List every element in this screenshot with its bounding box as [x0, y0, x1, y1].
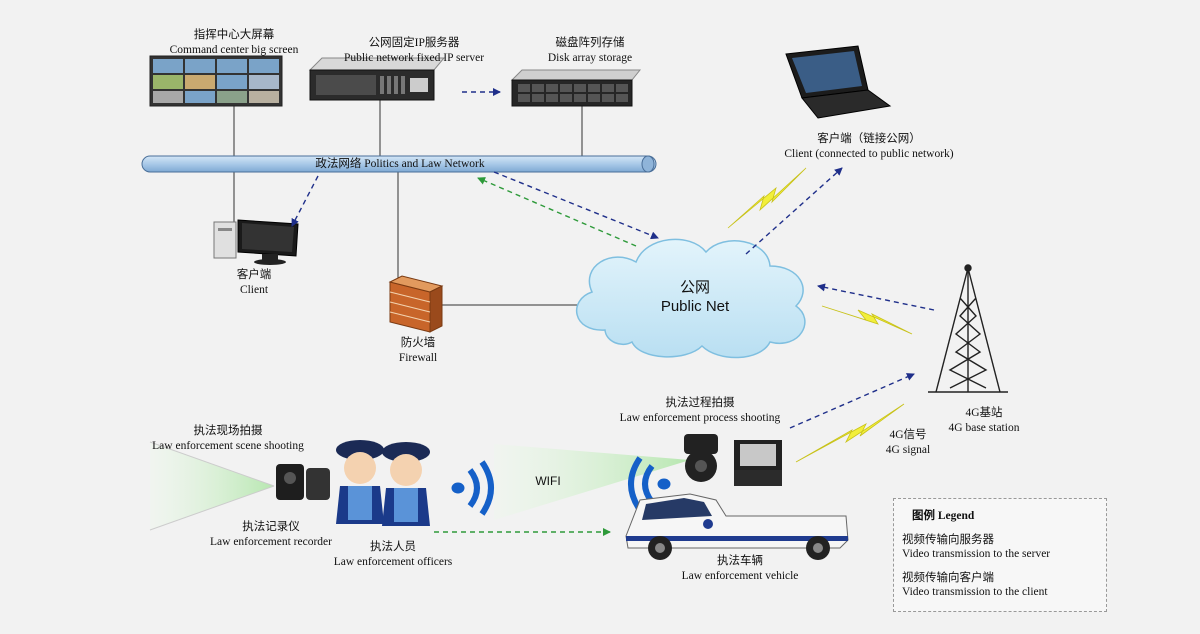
process-shooting-label: 执法过程拍摄 Law enforcement process shooting [600, 396, 800, 426]
legend-item-server: 视频传输向服务器 Video transmission to the serve… [902, 533, 1050, 561]
desktop-client-label: 客户端 Client [214, 268, 294, 298]
laptop-client-label: 客户端（链接公网） Client (connected to public ne… [762, 132, 976, 162]
vehicle-cn: 执法车辆 [717, 555, 763, 567]
monitor-box-icon [734, 440, 782, 486]
scene-shooting-beam [150, 442, 274, 530]
lightning-tower-lower-icon [795, 403, 905, 463]
legend-client-en: Video transmission to the client [902, 586, 1048, 598]
laptop-client-en: Client (connected to public network) [784, 148, 954, 160]
officers-cn: 执法人员 [370, 541, 416, 553]
laptop-icon [785, 45, 892, 119]
network-bus-label: 政法网络 Politics and Law Network [315, 158, 485, 170]
signal-4g-cn: 4G信号 [889, 429, 927, 441]
wifi-left-icon [451, 460, 494, 516]
laptop-client-cn: 客户端（链接公网） [817, 133, 921, 145]
ip-server-label: 公网固定IP服务器 Public network fixed IP server [316, 36, 512, 66]
legend-server-cn: 视频传输向服务器 [902, 534, 994, 546]
legend-client-cn: 视频传输向客户端 [902, 572, 994, 584]
public-net-en: Public Net [660, 298, 730, 315]
vehicle-label: 执法车辆 Law enforcement vehicle [670, 554, 810, 584]
public-net-cn: 公网 [679, 279, 710, 296]
arrow-net-to-desktop [291, 175, 319, 227]
firewall-cn: 防火墙 [400, 337, 436, 349]
arrow-cloud-to-bus [477, 177, 637, 247]
tower-icon [928, 264, 1008, 393]
disk-storage-en: Disk array storage [547, 52, 633, 64]
desktop-client-en: Client [239, 284, 269, 296]
recorder-label: 执法记录仪 Law enforcement recorder [196, 520, 346, 550]
vehicle-en: Law enforcement vehicle [681, 570, 799, 582]
big-screen-label: 指挥中心大屏幕 Command center big screen [146, 28, 322, 58]
arrow-bus-to-cloud [493, 171, 659, 240]
public-net-cloud [575, 238, 806, 359]
arrow-cloud-to-laptop [745, 167, 843, 255]
process-shooting-cn: 执法过程拍摄 [665, 397, 735, 409]
officers-icon [336, 440, 430, 526]
process-shooting-beam [494, 444, 690, 520]
legend-server-en: Video transmission to the server [902, 548, 1051, 560]
scene-shooting-label: 执法现场拍摄 Law enforcement scene shooting [126, 424, 330, 454]
desktop-client-cn: 客户端 [236, 269, 272, 281]
disk-storage-label: 磁盘阵列存储 Disk array storage [530, 36, 650, 66]
firewall-label: 防火墙 Firewall [378, 336, 458, 366]
disk-array-icon [510, 69, 642, 107]
scene-shooting-en: Law enforcement scene shooting [152, 440, 304, 452]
legend-item-client: 视频传输向客户端 Video transmission to the clien… [902, 571, 1048, 599]
legend: 图例 Legend 视频传输向服务器 Video transmission to… [893, 498, 1107, 612]
legend-title: 图例 Legend [912, 510, 975, 522]
recorder-en: Law enforcement recorder [210, 536, 332, 548]
vehicle-icon [625, 493, 849, 560]
desktop-icon [213, 219, 299, 265]
big-screen-en: Command center big screen [169, 44, 299, 56]
recorder-icon [276, 464, 330, 500]
base-station-en: 4G base station [948, 422, 1020, 434]
public-net-label: 公网 Public Net [640, 278, 750, 316]
lightning-laptop-icon [727, 167, 807, 229]
network-bus [141, 155, 657, 173]
firewall-icon [388, 275, 444, 333]
lightning-tower-upper-icon [821, 305, 913, 335]
ip-server-en: Public network fixed IP server [343, 52, 485, 64]
recorder-cn: 执法记录仪 [242, 521, 300, 533]
signal-4g-label: 4G信号 4G signal [868, 428, 948, 458]
officers-en: Law enforcement officers [333, 556, 453, 568]
disk-storage-cn: 磁盘阵列存储 [555, 37, 625, 49]
big-screen-icon [149, 55, 283, 107]
process-shooting-en: Law enforcement process shooting [619, 412, 781, 424]
signal-4g-en: 4G signal [885, 444, 931, 456]
firewall-en: Firewall [398, 352, 438, 364]
server-icon [308, 57, 446, 101]
officers-label: 执法人员 Law enforcement officers [318, 540, 468, 570]
arrow-tower-to-cloud [817, 283, 935, 311]
big-screen-cn: 指挥中心大屏幕 [193, 29, 275, 41]
bus-connectors [233, 100, 596, 306]
base-station-label: 4G基站 4G base station [934, 406, 1034, 436]
ptz-camera-icon [684, 434, 718, 482]
base-station-cn: 4G基站 [965, 407, 1003, 419]
ip-server-cn: 公网固定IP服务器 [368, 37, 460, 49]
wifi-label: WIFI [535, 474, 561, 488]
scene-shooting-cn: 执法现场拍摄 [193, 425, 263, 437]
arrow-vehicle-to-tower [789, 373, 915, 429]
